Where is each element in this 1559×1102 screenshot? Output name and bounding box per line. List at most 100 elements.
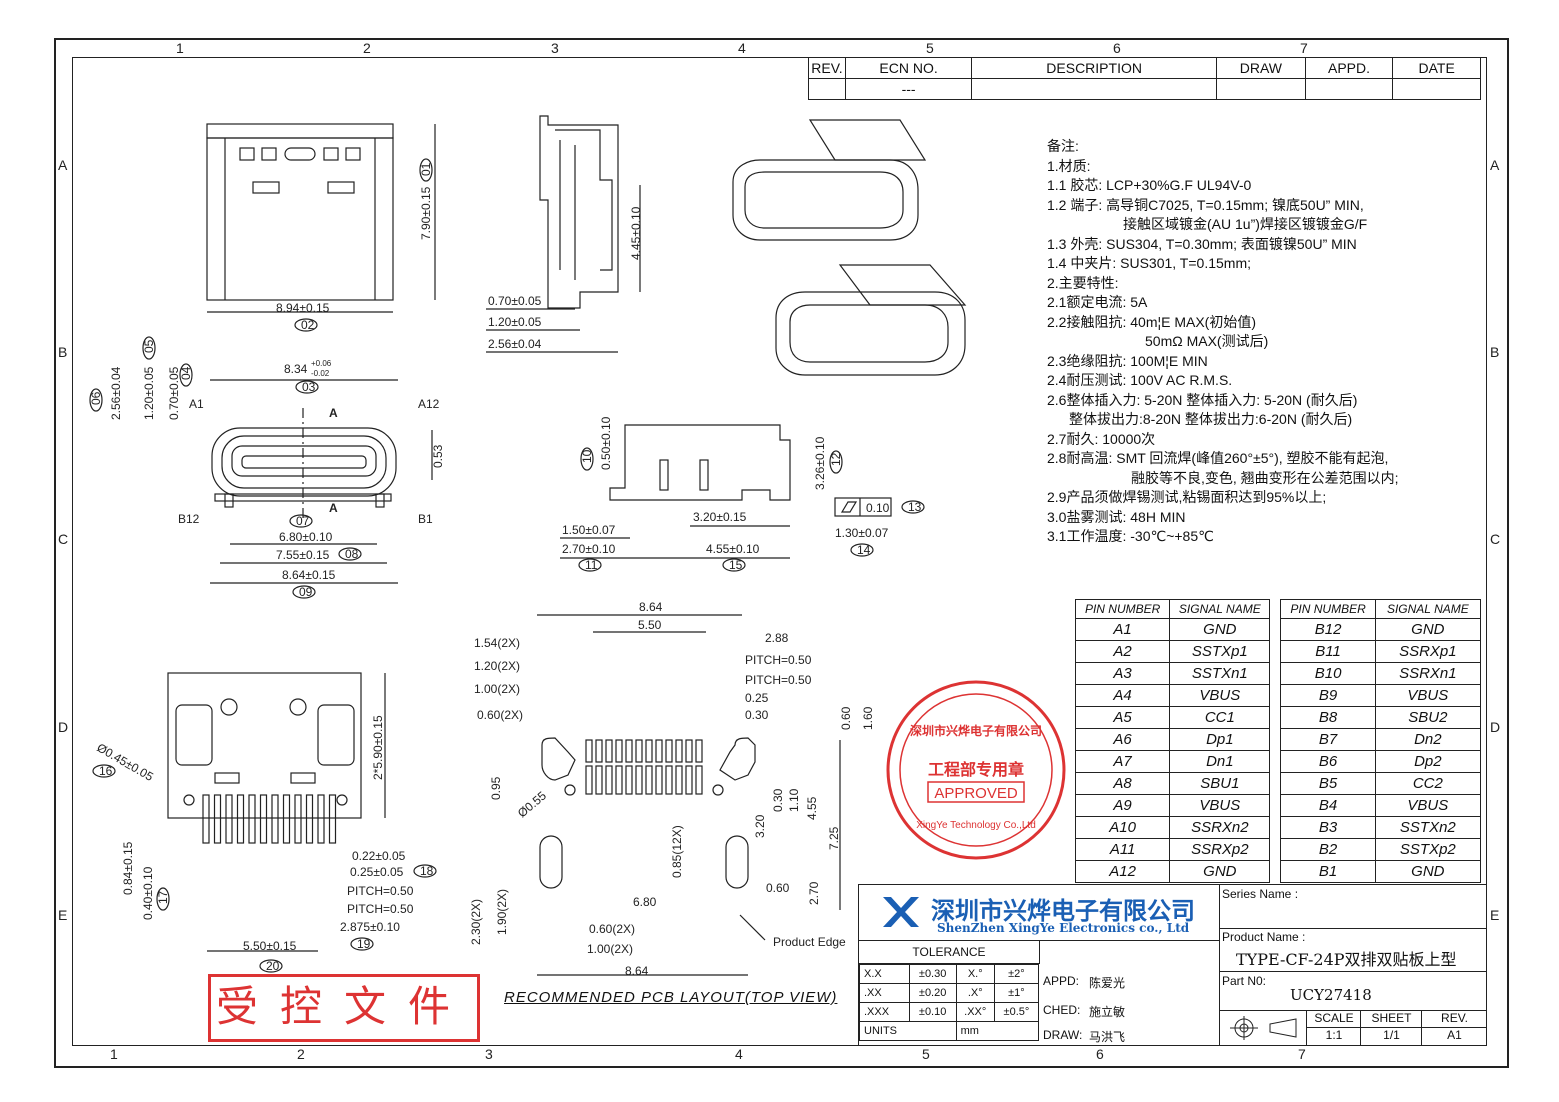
units-value: mm bbox=[955, 1021, 1040, 1041]
signal-name-cell: VBUS bbox=[1374, 684, 1482, 707]
top-view bbox=[206, 123, 436, 313]
ched-name: 施立敏 bbox=[1089, 1005, 1126, 1019]
dim-label: 3.20±0.15 bbox=[693, 510, 747, 524]
company-name-en: ShenZhen XingYe Electronics co., Ltd bbox=[937, 921, 1190, 935]
zone-col-bottom: 2 bbox=[297, 1046, 305, 1062]
tol-cell: .X° bbox=[955, 983, 995, 1003]
note-line: 1.3 外壳: SUS304, T=0.30mm; 表面镀镍50U” MIN bbox=[1047, 235, 1357, 252]
pcb-pad bbox=[635, 765, 643, 795]
date-cell bbox=[1392, 78, 1481, 100]
signal-name-cell: SSRXn1 bbox=[1374, 662, 1482, 685]
zone-row-left: B bbox=[58, 344, 68, 360]
signal-name-cell: VBUS bbox=[1169, 684, 1271, 707]
zone-col-bottom: 6 bbox=[1096, 1046, 1104, 1062]
dim-label: Ø0.55 bbox=[515, 788, 549, 820]
dim-label: 8.34 bbox=[284, 362, 308, 376]
pcb-layout bbox=[537, 614, 841, 976]
series-name-area: Series Name : bbox=[1220, 885, 1486, 929]
pin-number-cell: B4 bbox=[1280, 794, 1376, 817]
bottom-view bbox=[167, 672, 386, 952]
company-name-cn: 深圳市兴烨电子有限公司 bbox=[931, 897, 1195, 925]
dim-label: 3.26±0.10 bbox=[813, 436, 827, 490]
bottom-pin bbox=[271, 794, 279, 844]
bottom-pin bbox=[305, 794, 314, 844]
appd-name: 陈爱光 bbox=[1089, 976, 1126, 990]
dim-label: 7.55±0.15 bbox=[276, 548, 330, 562]
tol-cell: X.X bbox=[859, 964, 910, 984]
signal-name-cell: Dp1 bbox=[1169, 728, 1271, 751]
pcb-pad bbox=[635, 739, 643, 763]
note-line: 1.1 胶芯: LCP+30%G.F UL94V-0 bbox=[1047, 177, 1252, 193]
rev-value: A1 bbox=[1447, 1028, 1462, 1042]
dim-tag: 19 bbox=[357, 937, 371, 951]
ched-label: CHED: bbox=[1043, 1003, 1081, 1017]
signal-name-cell: SSTXn1 bbox=[1169, 662, 1271, 685]
pin-number-cell: A10 bbox=[1074, 816, 1171, 839]
dim-tag: 10 bbox=[580, 449, 594, 463]
product-edge-label: Product Edge bbox=[773, 935, 846, 949]
dim-label: 2*5.90±0.15 bbox=[371, 715, 385, 780]
pin-label: A12 bbox=[418, 397, 440, 411]
sheet-label: SHEET bbox=[1361, 1011, 1422, 1028]
zone-row-left: D bbox=[58, 719, 69, 735]
dim-label: 2.875±0.10 bbox=[340, 920, 400, 934]
pin-label: B1 bbox=[418, 512, 433, 526]
dim-tag: 15 bbox=[729, 558, 743, 572]
section-marker: A bbox=[329, 406, 338, 420]
series-label: Series Name : bbox=[1222, 887, 1299, 901]
sheet-value: 1/1 bbox=[1383, 1028, 1400, 1042]
ecn-cell: --- bbox=[844, 78, 973, 100]
dim-label: -0.02 bbox=[311, 369, 330, 378]
dim-tag: 20 bbox=[266, 959, 280, 973]
signal-name-cell: Dn2 bbox=[1374, 728, 1482, 751]
dim-label: 1.00(2X) bbox=[587, 942, 633, 956]
dim-label: 0.95 bbox=[489, 776, 503, 800]
dim-label: 1.50±0.07 bbox=[562, 523, 616, 537]
callout-circles bbox=[89, 158, 925, 973]
product-value: TYPE-CF-24P双排双贴板上型 bbox=[1236, 950, 1457, 969]
dim-label: PITCH=0.50 bbox=[347, 884, 414, 898]
sheet-cell: SHEET 1/1 bbox=[1360, 1011, 1422, 1045]
pcb-pad bbox=[595, 765, 603, 795]
zone-col-bottom: 3 bbox=[485, 1046, 493, 1062]
rev-cell: REV. A1 bbox=[1421, 1011, 1487, 1045]
note-line: 备注: bbox=[1047, 138, 1079, 154]
zone-row-left: A bbox=[58, 157, 68, 173]
dim-label: 2.56±0.04 bbox=[109, 366, 123, 420]
dim-label: 0.40±0.10 bbox=[141, 866, 155, 920]
title-block: 深圳市兴烨电子有限公司 ShenZhen XingYe Electronics … bbox=[858, 884, 1487, 1046]
signal-name-cell: VBUS bbox=[1169, 794, 1271, 817]
ecn-header: ECN NO. bbox=[844, 57, 973, 79]
dim-label: 6.80 bbox=[633, 895, 657, 909]
dim-label: 0.53 bbox=[431, 444, 445, 468]
pin-number-cell: B10 bbox=[1280, 662, 1376, 685]
pcb-pad bbox=[665, 765, 673, 795]
scale-value: 1:1 bbox=[1325, 1028, 1343, 1042]
bottom-pin bbox=[202, 794, 210, 844]
note-line: 2.主要特性: bbox=[1047, 274, 1119, 291]
bottom-pin bbox=[248, 794, 256, 844]
pcb-pad bbox=[695, 739, 703, 763]
dim-tag: 05 bbox=[142, 339, 156, 353]
dim-label: 2.56±0.04 bbox=[488, 337, 542, 351]
dim-label: 0.30 bbox=[771, 788, 785, 812]
dim-label: 2.70 bbox=[807, 881, 821, 905]
bottom-pin bbox=[328, 794, 337, 844]
tol-cell: ±1° bbox=[993, 983, 1040, 1003]
signal-name-cell: SSTXp1 bbox=[1169, 640, 1271, 663]
dim-label: 5.50±0.15 bbox=[243, 939, 297, 953]
tol-cell: X.° bbox=[955, 964, 995, 984]
dim-tag: 13 bbox=[908, 500, 922, 514]
pin-label: A1 bbox=[189, 397, 204, 411]
note-line: 1.4 中夹片: SUS301, T=0.15mm; bbox=[1047, 255, 1251, 271]
dim-label: 0.25±0.05 bbox=[350, 865, 404, 879]
pcb-layout-caption: RECOMMENDED PCB LAYOUT(TOP VIEW) bbox=[504, 989, 838, 1006]
section-view bbox=[560, 424, 892, 559]
